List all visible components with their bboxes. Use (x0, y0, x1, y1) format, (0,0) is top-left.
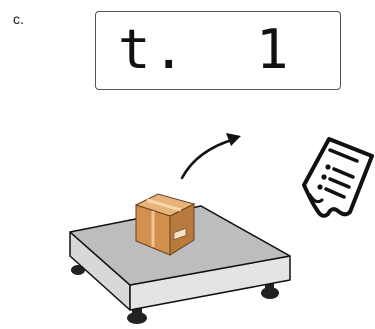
cardboard-box-icon (134, 193, 196, 256)
printed-receipt-icon (302, 137, 374, 218)
scale-display: t. 1 (95, 11, 341, 90)
display-readout: t. 1 (118, 18, 291, 81)
curved-arrow-icon (180, 133, 241, 180)
panel-label: c. (13, 11, 24, 27)
scale-foot (71, 265, 85, 275)
